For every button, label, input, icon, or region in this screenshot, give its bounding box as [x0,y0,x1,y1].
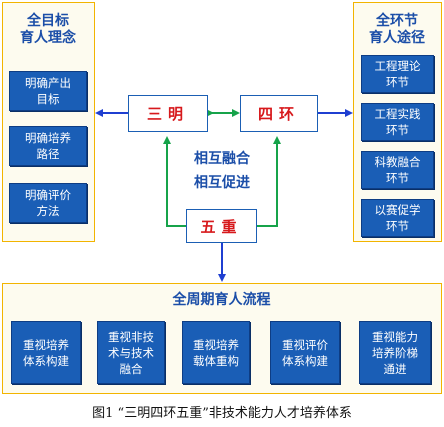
right-item-practice: 工程实践 环节 [361,103,434,141]
left-panel-title: 全目标 育人理念 [20,13,76,46]
wuzhong-box: 五重 [186,209,257,243]
left-item-output-goal: 明确产出 目标 [9,71,87,111]
left-item-training-path: 明确培养 路径 [9,126,87,166]
sanming-box: 三明 [128,95,208,132]
left-panel: 全目标 育人理念 明确产出 目标 明确培养 路径 明确评价 方法 [2,2,95,242]
bottom-item-carrier-reconstruction: 重视培养 载体重构 [182,321,250,384]
bottom-item-system-construction: 重视培养 体系构建 [11,321,81,384]
right-item-science-edu: 科教融合 环节 [361,151,434,189]
left-item-evaluation-method: 明确评价 方法 [9,183,87,223]
right-panel-title: 全环节 育人途径 [369,13,425,46]
right-panel: 全环节 育人途径 工程理论 环节 工程实践 环节 科教融合 环节 以赛促学 环节 [353,2,442,242]
right-item-theory: 工程理论 环节 [361,55,434,93]
bottom-item-tech-fusion: 重视非技 术与技术 融合 [97,321,165,384]
arrow-wuzhong-to-sanming [163,136,186,227]
figure-caption: 图1 “三明四环五重”非技术能力人才培养体系 [92,406,352,421]
right-item-competition: 以赛促学 环节 [361,199,434,237]
sihuan-box: 四环 [240,95,318,132]
mutual-fusion-text: 相互融合 [194,151,250,167]
arrow-wuzhong-to-sihuan [257,136,281,227]
bottom-panel: 全周期育人流程 重视培养 体系构建 重视非技 术与技术 融合 重视培养 载体重构… [2,283,442,394]
mutual-promotion-text: 相互促进 [194,175,250,191]
bottom-item-evaluation-system: 重视评价 体系构建 [270,321,340,384]
bottom-panel-title: 全周期育人流程 [172,292,271,308]
bottom-item-ability-ladder: 重视能力 培养阶梯 通进 [359,321,431,384]
